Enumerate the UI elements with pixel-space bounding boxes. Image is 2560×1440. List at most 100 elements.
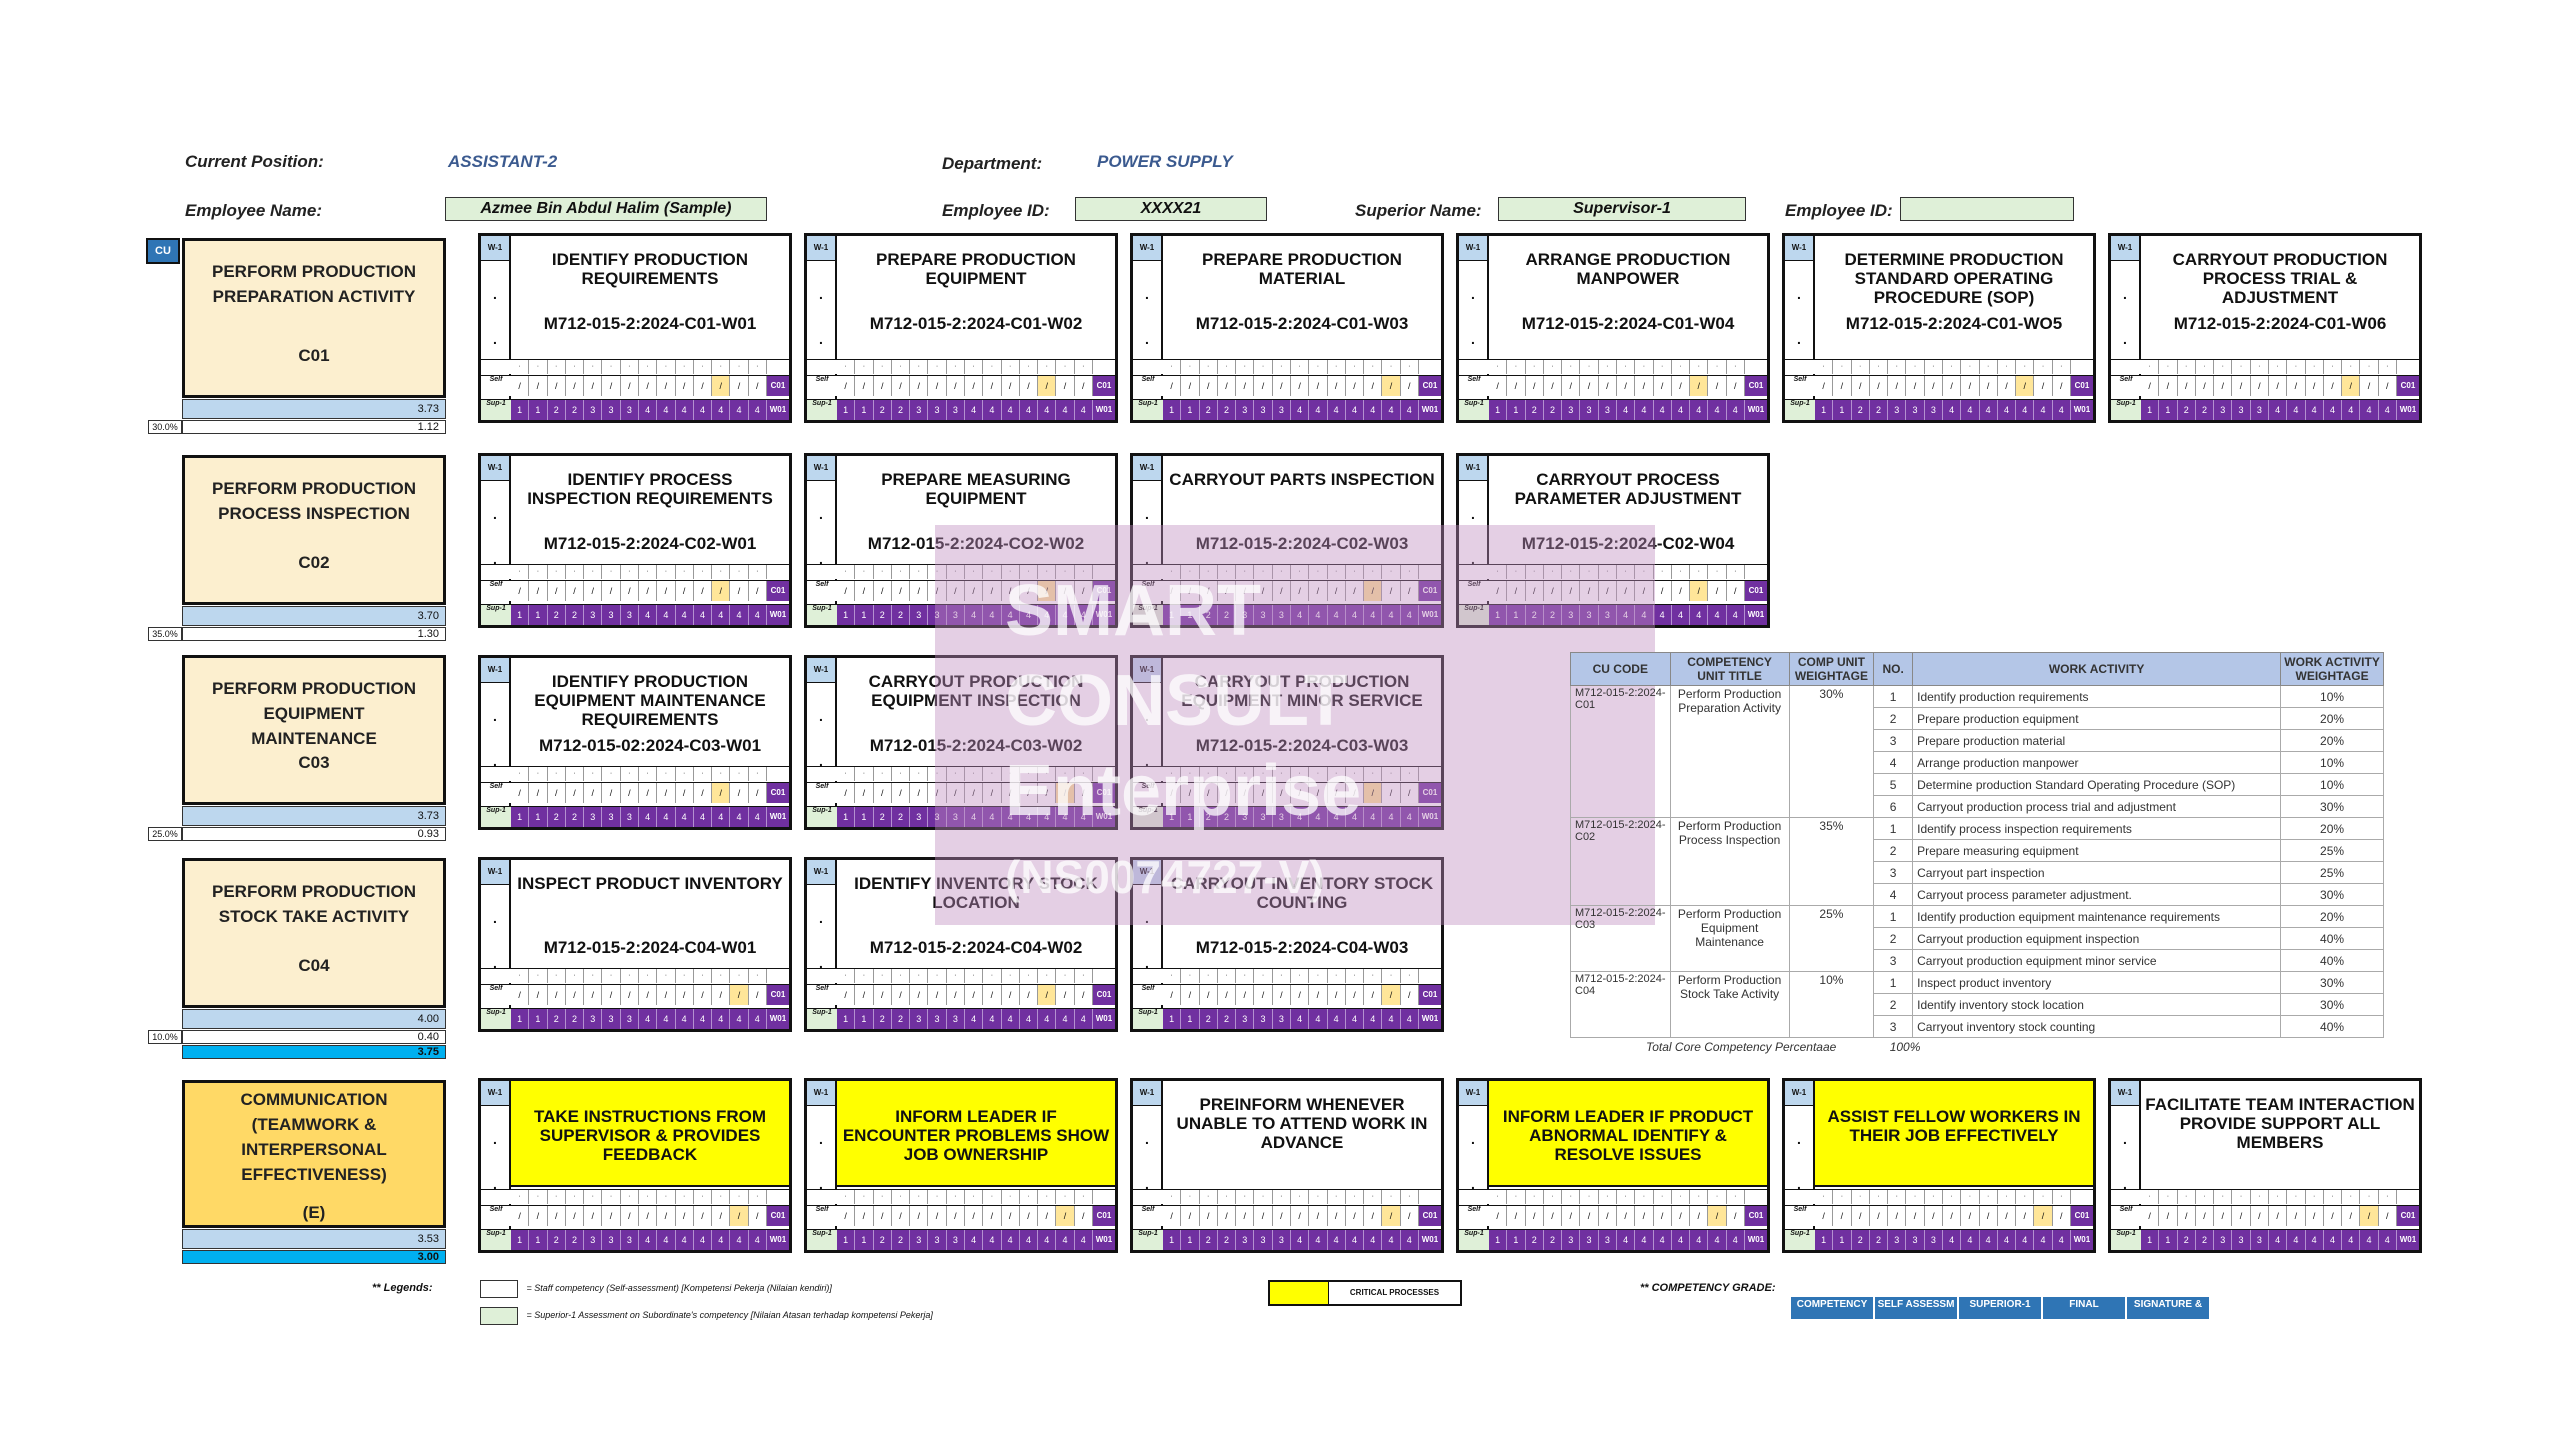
- self-assessment-row[interactable]: Self//////////////C01: [1133, 782, 1441, 803]
- work-activity-comm-4[interactable]: W-1..INFORM LEADER IF PRODUCT ABNORMAL I…: [1456, 1078, 1770, 1253]
- grade-header-row: ··············: [481, 1189, 789, 1204]
- work-activity-c01-6[interactable]: W-1..CARRYOUT PRODUCTION PROCESS TRIAL &…: [2108, 233, 2422, 423]
- work-activity-comm-3[interactable]: W-1..PREINFORM WHENEVER UNABLE TO ATTEND…: [1130, 1078, 1444, 1253]
- activity-no-cell: 3: [1873, 949, 1914, 972]
- work-activity-c03-3[interactable]: W-1..CARRYOUT PRODUCTION EQUIPMENT MINOR…: [1130, 655, 1444, 830]
- superior-name-label: Superior Name:: [1355, 201, 1482, 220]
- cu-score: 4.00: [182, 1009, 446, 1029]
- work-activity-comm-6[interactable]: W-1..FACILITATE TEAM INTERACTION PROVIDE…: [2108, 1078, 2422, 1253]
- employee-id-field[interactable]: XXXX21: [1075, 197, 1267, 221]
- self-assessment-row[interactable]: Self//////////////C01: [1785, 1205, 2093, 1226]
- cu-code-cell: M712-015-2:2024-C01: [1570, 685, 1671, 818]
- cu-weighted-score: 0.93: [182, 827, 446, 841]
- table-header: COMP UNIT WEIGHTAGE: [1788, 652, 1875, 686]
- work-activity-title: PREINFORM WHENEVER UNABLE TO ATTEND WORK…: [1176, 1095, 1428, 1152]
- self-assessment-row[interactable]: Self//////////////C01: [1459, 1205, 1767, 1226]
- watermark-line3: Enterprise: [1005, 751, 1362, 831]
- activity-cell: Carryout process parameter adjustment.: [1912, 883, 2282, 906]
- table-header: NO.: [1873, 652, 1914, 686]
- work-activity-comm-1[interactable]: W-1..TAKE INSTRUCTIONS FROM SUPERVISOR &…: [478, 1078, 792, 1253]
- grade-header-cell: SIGNATURE &: [2126, 1296, 2210, 1320]
- work-activity-c03-2[interactable]: W-1..CARRYOUT PRODUCTION EQUIPMENT INSPE…: [804, 655, 1118, 830]
- self-assessment-row[interactable]: Self//////////////C01: [2111, 375, 2419, 396]
- grade-header-row: ··············: [1459, 1189, 1767, 1204]
- self-assessment-row[interactable]: Self//////////////C01: [481, 1205, 789, 1226]
- grade-header-cell: SUPERIOR-1: [1958, 1296, 2042, 1320]
- self-assessment-row[interactable]: Self//////////////C01: [481, 375, 789, 396]
- superior-id-field[interactable]: [1900, 197, 2074, 221]
- self-assessment-row[interactable]: Self//////////////C01: [807, 782, 1115, 803]
- cu-title: PERFORM PRODUCTION PROCESS INSPECTION: [212, 479, 416, 523]
- activity-no-cell: 4: [1873, 751, 1914, 774]
- table-header: CU CODE: [1570, 652, 1671, 686]
- work-activity-code: M712-015-2:2024-C03-W03: [1195, 736, 1409, 755]
- work-activity-comm-2[interactable]: W-1..INFORM LEADER IF ENCOUNTER PROBLEMS…: [804, 1078, 1118, 1253]
- activity-no-cell: 1: [1873, 817, 1914, 840]
- work-activity-title: CARRYOUT PROCESS PARAMETER ADJUSTMENT: [1514, 470, 1742, 508]
- self-assessment-row[interactable]: Self//////////////C01: [807, 1205, 1115, 1226]
- self-assessment-row[interactable]: Self//////////////C01: [1785, 375, 2093, 396]
- superior-name-field[interactable]: Supervisor-1: [1498, 197, 1746, 221]
- work-activity-c01-5[interactable]: W-1..DETERMINE PRODUCTION STANDARD OPERA…: [1782, 233, 2096, 423]
- work-activity-c02-1[interactable]: W-1..IDENTIFY PROCESS INSPECTION REQUIRE…: [478, 453, 792, 628]
- activity-weight-cell: 20%: [2280, 905, 2384, 928]
- self-assessment-row[interactable]: Self//////////////C01: [481, 984, 789, 1005]
- self-assessment-row[interactable]: Self//////////////C01: [807, 375, 1115, 396]
- self-assessment-row[interactable]: Self//////////////C01: [481, 782, 789, 803]
- work-activity-title: FACILITATE TEAM INTERACTION PROVIDE SUPP…: [2145, 1095, 2415, 1152]
- work-activity-c03-1[interactable]: W-1..IDENTIFY PRODUCTION EQUIPMENT MAINT…: [478, 655, 792, 830]
- work-activity-c02-4[interactable]: W-1..CARRYOUT PROCESS PARAMETER ADJUSTME…: [1456, 453, 1770, 628]
- grade-header-row: ··············: [1133, 1189, 1441, 1204]
- employee-name-field[interactable]: Azmee Bin Abdul Halim (Sample): [445, 197, 767, 221]
- self-assessment-row[interactable]: Self//////////////C01: [481, 580, 789, 601]
- activity-cell: Identify production equipment maintenanc…: [1912, 905, 2282, 928]
- work-activity-comm-5[interactable]: W-1..ASSIST FELLOW WORKERS IN THEIR JOB …: [1782, 1078, 2096, 1253]
- self-assessment-row[interactable]: Self//////////////C01: [1459, 580, 1767, 601]
- self-assessment-row[interactable]: Self//////////////C01: [1133, 984, 1441, 1005]
- self-assessment-row[interactable]: Self//////////////C01: [1133, 375, 1441, 396]
- self-assessment-row[interactable]: Self//////////////C01: [1459, 375, 1767, 396]
- self-assessment-row[interactable]: Self//////////////C01: [807, 580, 1115, 601]
- self-assessment-row[interactable]: Self//////////////C01: [807, 984, 1115, 1005]
- cu-code-cell: M712-015-2:2024-C02: [1570, 817, 1671, 906]
- cu-title: PERFORM PRODUCTION STOCK TAKE ACTIVITY: [212, 882, 416, 926]
- self-assessment-row[interactable]: Self//////////////C01: [2111, 1205, 2419, 1226]
- employee-name-label: Employee Name:: [185, 201, 322, 220]
- self-assessment-row[interactable]: Self//////////////C01: [1133, 580, 1441, 601]
- self-assessment-row[interactable]: Self//////////////C01: [1133, 1205, 1441, 1226]
